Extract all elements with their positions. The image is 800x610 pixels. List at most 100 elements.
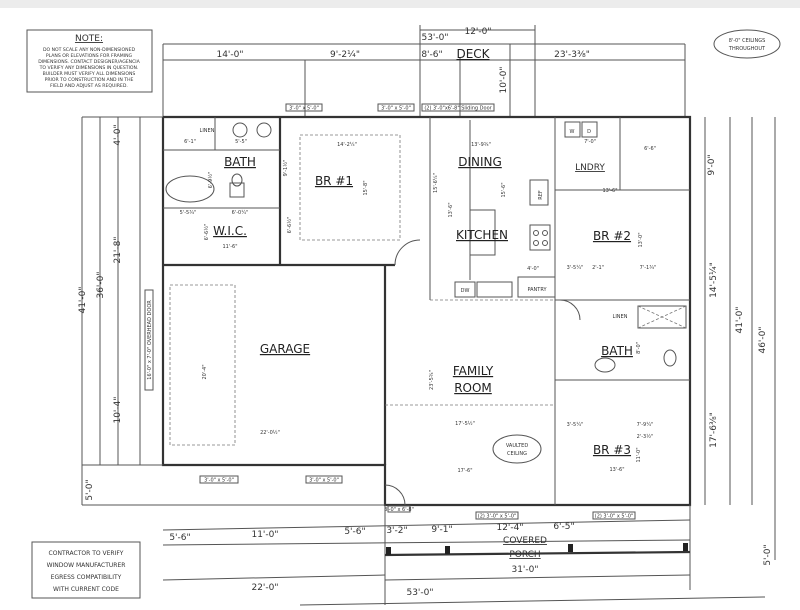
porch-label: PORCH bbox=[509, 550, 540, 560]
window-tag: 3'-0" x 5'-0" bbox=[381, 106, 411, 112]
note-line: FIELD AND ADJUST AS REQUIRED. bbox=[50, 83, 128, 89]
deck-area: 14'-0" 9'-2¼" 8'-6" 23'-3⅜" 53'-0" 12'-0… bbox=[162, 25, 686, 117]
dim-bottom: 22'-0" bbox=[251, 583, 278, 593]
dim: 6'-0¼" bbox=[232, 210, 249, 216]
room-linen: LINEN bbox=[200, 128, 215, 134]
ceilings-line: 8'-0" CEILINGS bbox=[729, 38, 766, 44]
contractor-line: WITH CURRENT CODE bbox=[53, 586, 119, 593]
dim-right: 9'-0" bbox=[707, 154, 717, 175]
dim: 13'-6" bbox=[609, 467, 624, 473]
room-br1: BR #1 bbox=[315, 174, 353, 188]
note-box: NOTE: DO NOT SCALE ANY NON-DIMENSIONED P… bbox=[26, 29, 153, 93]
note-line: PLANS OR ELEVATIONS FOR FRAMING bbox=[46, 53, 133, 59]
note-line: DIMENSIONS. CONTACT DESIGNER/AGENCIA bbox=[38, 59, 140, 65]
dim-top: 23'-3⅜" bbox=[554, 50, 590, 60]
dim: 22'-0½" bbox=[260, 429, 280, 436]
dim-bottom: 53'-0" bbox=[406, 588, 433, 598]
window-tag: 3'-0" x 5'-0" bbox=[289, 106, 319, 112]
dim: 15'-6¼" bbox=[433, 173, 439, 193]
dim-bottom: 3'-2" bbox=[386, 526, 407, 536]
room-br3: BR #3 bbox=[593, 443, 631, 457]
dim-right: 41'-0" bbox=[735, 306, 745, 333]
room-family: ROOM bbox=[454, 381, 492, 395]
window-tag: (2) 3'-0" x 5'-0" bbox=[478, 514, 517, 520]
dim: 8'-0" bbox=[636, 342, 642, 354]
window-tag: 3'-0" x 6'-8" bbox=[384, 507, 414, 513]
window-tag: (2) 3'-0" x 5'-0" bbox=[595, 514, 634, 520]
dim-left: 36'-0" bbox=[96, 271, 106, 298]
room-bath2: BATH bbox=[601, 344, 633, 358]
contractor-note: CONTRACTOR TO VERIFY WINDOW MANUFACTURER… bbox=[31, 541, 141, 599]
linen2-label: LINEN bbox=[613, 314, 628, 320]
room-garage: GARAGE bbox=[260, 342, 310, 356]
dim-left: 5'-0" bbox=[85, 479, 95, 500]
dim: 2'-3½" bbox=[637, 433, 654, 440]
dim-right: 5'-0" bbox=[763, 544, 773, 565]
room-bath1: BATH bbox=[224, 155, 256, 169]
contractor-line: WINDOW MANUFACTURER bbox=[47, 562, 126, 569]
dim-top: 10'-0" bbox=[499, 66, 509, 93]
dim-bottom: 12'-4" bbox=[496, 523, 523, 533]
room-labels: BATH LINEN W.I.C. BR #1 DINING KITCHEN L… bbox=[200, 128, 633, 464]
dim: 13'-0" bbox=[638, 232, 644, 247]
room-wic: W.I.C. bbox=[213, 224, 247, 238]
ceilings-note: 8'-0" CEILINGS THROUGHOUT bbox=[713, 29, 781, 59]
window-tag: 3'-0" x 5'-0" bbox=[204, 478, 234, 484]
dim: 9'-1½" bbox=[282, 160, 289, 177]
dim: 13'-9¾" bbox=[471, 142, 491, 148]
dim: 3'-5¼" bbox=[567, 265, 584, 271]
top-bar bbox=[0, 0, 800, 8]
dim-left: 10'-4" bbox=[113, 396, 123, 423]
dim-right: 17'-6⅜" bbox=[709, 412, 719, 448]
dim-left: 41'-0" bbox=[78, 286, 88, 313]
garage-door-tag: 16'-0" x 7'-0" OVERHEAD DOOR bbox=[147, 300, 153, 380]
washer-label: W bbox=[570, 129, 575, 135]
dw-label: DW bbox=[461, 288, 470, 294]
dim: 4'-0" bbox=[527, 266, 539, 272]
dim-top: 14'-0" bbox=[216, 50, 243, 60]
note-title: NOTE: bbox=[75, 34, 103, 44]
dim-top: 53'-0" bbox=[421, 33, 448, 43]
dim: 7'-9¼" bbox=[637, 422, 654, 428]
vaulted-line: VAULTED bbox=[506, 443, 528, 449]
dim: 23'-5¾" bbox=[429, 370, 435, 390]
dim-left: 21'-8" bbox=[113, 236, 123, 263]
dim: 2'-1" bbox=[592, 265, 604, 271]
deck-label: DECK bbox=[456, 47, 490, 61]
room-family: FAMILY bbox=[453, 364, 494, 378]
dryer-label: D bbox=[587, 129, 591, 135]
dim-right: 46'-0" bbox=[758, 326, 768, 353]
ceilings-line: THROUGHOUT bbox=[728, 46, 766, 52]
dim: 11'-0" bbox=[636, 447, 642, 462]
porch-label: COVERED bbox=[503, 536, 547, 546]
right-dimensions: 9'-0" 14'-5¼" 41'-0" 46'-0" 17'-6⅜" 5'-0… bbox=[704, 117, 776, 566]
note-line: DO NOT SCALE ANY NON-DIMENSIONED bbox=[43, 47, 136, 53]
room-dining: DINING bbox=[458, 155, 502, 169]
dim: 13'-6" bbox=[448, 202, 454, 217]
pantry-label: PANTRY bbox=[527, 287, 547, 293]
dim-bottom: 11'-0" bbox=[251, 530, 278, 540]
dim-bottom: 31'-0" bbox=[511, 565, 538, 575]
room-br2: BR #2 bbox=[593, 229, 631, 243]
interior-walls bbox=[163, 117, 690, 506]
dim: 6'-1" bbox=[184, 139, 196, 145]
dim-top: 8'-6" bbox=[421, 50, 442, 60]
note-line: BUILDER MUST VERIFY ALL DIMENSIONS bbox=[43, 71, 136, 77]
note-line: PRIOR TO CONSTRUCTION AND IN THE bbox=[45, 77, 134, 83]
dim: 5'-5¾" bbox=[180, 210, 197, 216]
room-kitchen: KITCHEN bbox=[456, 228, 508, 242]
dim: 15'-6" bbox=[501, 182, 507, 197]
window-tag: 3'-0" x 5'-0" bbox=[309, 478, 339, 484]
dim: 7'-0" bbox=[584, 139, 596, 145]
dim-top: 9'-2¼" bbox=[330, 50, 360, 60]
sliding-door-tag: (2) 3'-0"x6'-8" Sliding Door bbox=[424, 106, 492, 112]
dim-left: 4'-0" bbox=[113, 124, 123, 145]
dim-top: 12'-0" bbox=[464, 27, 491, 37]
dim-bottom: 5'-6" bbox=[344, 527, 365, 537]
vaulted-line: CEILING bbox=[507, 451, 527, 457]
contractor-line: EGRESS COMPATIBILITY bbox=[51, 574, 122, 581]
dim: 5'-5" bbox=[235, 139, 247, 145]
contractor-line: CONTRACTOR TO VERIFY bbox=[49, 550, 124, 557]
dim: 13'-6" bbox=[602, 188, 617, 194]
